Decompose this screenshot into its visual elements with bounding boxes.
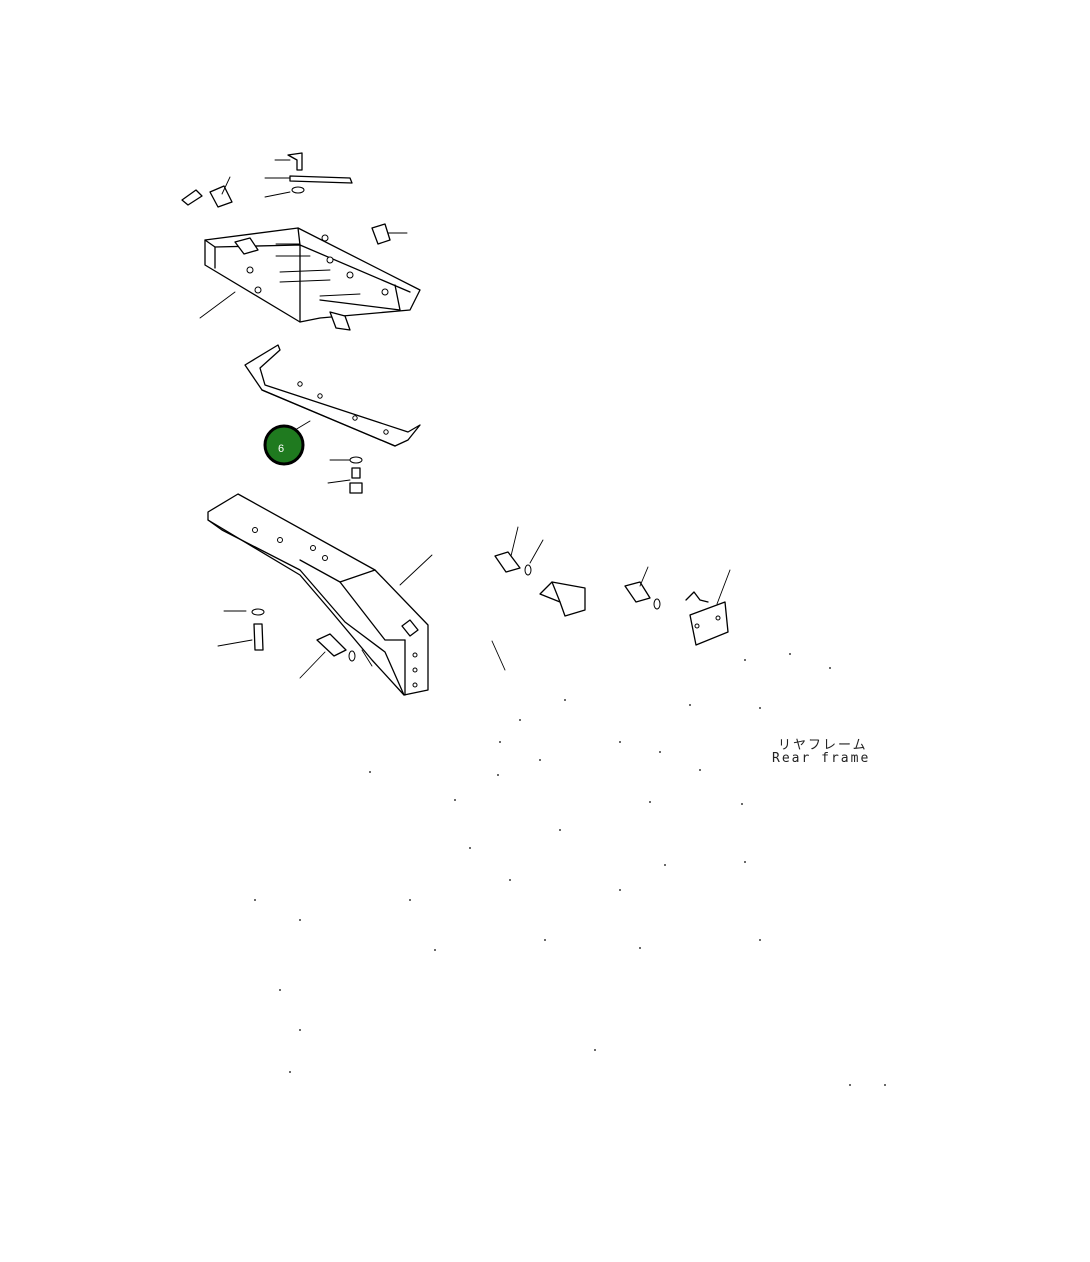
rear-frame-beam (207, 493, 433, 696)
washer-nut-stack (327, 456, 363, 494)
beam-bolt (299, 633, 356, 679)
right-bracket-plate (685, 569, 731, 646)
fitting-part-left (181, 176, 233, 208)
washer-part-top (264, 186, 305, 198)
faded-speckle-area (254, 653, 886, 1086)
caption-english: Rear frame (772, 751, 871, 766)
callout-marker[interactable]: 6 (263, 424, 305, 466)
top-hardware-group (181, 152, 408, 245)
left-washer-bolt (217, 608, 265, 651)
fitting-part-right (371, 223, 408, 245)
callout-circle[interactable] (263, 424, 305, 466)
middle-plate (244, 344, 421, 447)
caption-japanese: リヤフレーム (778, 738, 868, 753)
right-bolt-washer-1 (494, 526, 544, 576)
pin-part (274, 152, 303, 171)
leader-line-lower (491, 640, 506, 671)
right-bolt-washer-2 (624, 566, 661, 610)
callout-label: 6 (278, 443, 284, 455)
rod-part (264, 175, 353, 184)
upper-frame-bracket (199, 227, 421, 331)
right-bracket-small (539, 581, 586, 617)
